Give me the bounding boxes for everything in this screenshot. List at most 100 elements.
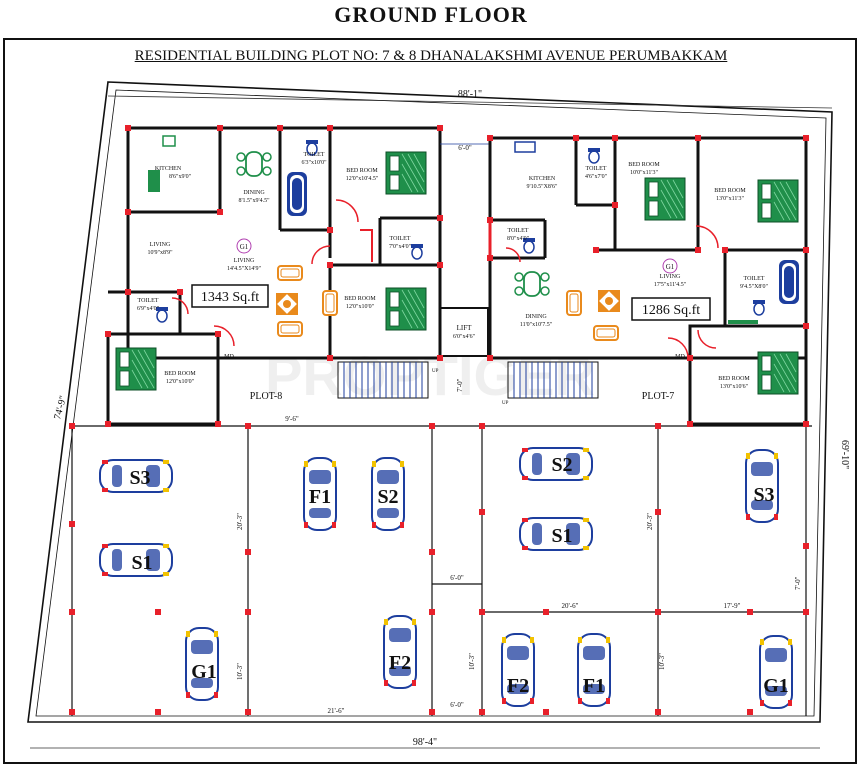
- dim-text: 21'-6": [328, 707, 345, 715]
- drawing-frame: [3, 38, 857, 764]
- dim-text: 20'-3": [236, 513, 244, 530]
- bed-icon: [385, 287, 427, 331]
- room-label: DINING: [525, 314, 547, 320]
- slot-label: S3: [753, 484, 774, 506]
- room-size: 6'9"x4'0": [137, 306, 160, 312]
- plot-label: PLOT-8: [250, 391, 282, 402]
- toilet-icon: [410, 243, 424, 260]
- dim-gap-lift: 7'-0": [456, 378, 464, 392]
- slot-label: S1: [131, 552, 152, 574]
- md-label: MD: [675, 354, 685, 360]
- page-title: GROUND FLOOR: [334, 2, 528, 27]
- dim-text: 10'-3": [236, 663, 244, 680]
- stairs-right: [507, 361, 599, 399]
- room-label: LIVING: [234, 258, 255, 264]
- sofa-icon: [277, 265, 303, 281]
- dim-text: 20'-3": [646, 513, 654, 530]
- slot-label: F1: [309, 486, 331, 508]
- dim-text: 9'-6": [285, 415, 299, 423]
- room-size: 14'4.5"X14'9": [227, 266, 261, 272]
- bathtub-icon: [779, 260, 799, 304]
- room-size: 10'9"x8'9": [147, 250, 173, 256]
- parking-grid: [71, 425, 812, 716]
- car-icon: [759, 635, 793, 709]
- plot-label: PLOT-7: [642, 391, 674, 402]
- room-size: 13'0"x11'3": [716, 196, 744, 202]
- slot-label: F1: [583, 675, 605, 697]
- area-label: 1286 Sq.ft: [642, 303, 700, 318]
- toilet-icon: [587, 147, 601, 164]
- kitchen-counter: [514, 141, 536, 153]
- room-label: KITCHEN: [529, 176, 556, 182]
- room-label: BED ROOM: [714, 188, 746, 194]
- bed-icon: [385, 151, 427, 195]
- dim-right: 69'-10": [839, 440, 850, 469]
- toilet-icon: [752, 299, 766, 316]
- room-label: LIVING: [660, 274, 681, 280]
- room-label: BED ROOM: [718, 376, 750, 382]
- slot-label: S1: [551, 525, 572, 547]
- slot-label: S2: [551, 454, 572, 476]
- dim-text: 6'-0": [450, 574, 464, 582]
- room-size: 12'0"x10'0": [166, 379, 195, 385]
- dim-top: 88'-1": [458, 89, 482, 100]
- room-label: TOILET: [586, 166, 607, 172]
- area-box: [631, 297, 711, 321]
- bed-icon: [757, 351, 799, 395]
- sofa-icon: [322, 290, 338, 316]
- dim-text: 7'-0": [794, 576, 802, 590]
- room-size: 8'1.5"x9'4.5": [238, 198, 270, 204]
- room-size: 9'4.5"X8'0": [740, 284, 768, 290]
- room-size: 17'5"x11'4.5": [654, 282, 687, 288]
- bed-icon: [644, 177, 686, 221]
- center-table-icon: [598, 290, 620, 312]
- subtitle: RESIDENTIAL BUILDING PLOT NO: 7 & 8 DHAN…: [134, 48, 728, 64]
- room-size: 12'0"x10'0": [346, 304, 375, 310]
- sofa-icon: [566, 290, 582, 316]
- room-size: 8'0"x4'0": [507, 236, 530, 242]
- bathtub-icon: [287, 172, 307, 216]
- stair-up-label: UP: [502, 401, 509, 406]
- room-size: 12'0"x10'4.5": [346, 176, 379, 182]
- lift: [439, 307, 489, 357]
- slot-label: F2: [389, 652, 411, 674]
- dim-text: 10'-3": [658, 653, 666, 670]
- dim-text: 10'-3": [468, 653, 476, 670]
- sofa-icon: [593, 325, 619, 341]
- md-label: MD: [224, 354, 234, 360]
- room-label: TOILET: [138, 298, 159, 304]
- dim-bottom: 98'-4": [413, 737, 437, 748]
- slot-label: F2: [507, 675, 529, 697]
- stairs-left: [337, 361, 429, 399]
- dim-text: 6'-0": [450, 701, 464, 709]
- center-table-icon: [276, 293, 298, 315]
- room-label: KITCHEN: [155, 166, 182, 172]
- dining-table-icon: [514, 271, 550, 297]
- room-label: LIVING: [150, 242, 171, 248]
- unit-tag: G1: [666, 263, 675, 271]
- room-label: TOILET: [390, 236, 411, 242]
- room-size: 11'0"x10'7.5": [520, 322, 553, 328]
- room-label: TOILET: [508, 228, 529, 234]
- slot-label: S2: [377, 486, 398, 508]
- room-size: 10'0"x11'3": [630, 170, 658, 176]
- room-label: BED ROOM: [346, 168, 378, 174]
- room-label: BED ROOM: [164, 371, 196, 377]
- room-size: 9'10.5"X8'6": [527, 184, 558, 190]
- dim-text: 20'-6": [562, 602, 579, 610]
- dim-text: 17'-9": [724, 602, 741, 610]
- bed-icon: [757, 179, 799, 223]
- kitchen-counter: [148, 170, 160, 192]
- room-label: TOILET: [304, 152, 325, 158]
- slot-label: S3: [129, 467, 150, 489]
- lift-size: 6'0"x4'6": [453, 334, 476, 340]
- room-size: 4'6"x7'0": [585, 174, 608, 180]
- room-size: 7'0"x4'0": [389, 244, 412, 250]
- room-size: 8'6"x9'0": [169, 174, 192, 180]
- slot-label: G1: [763, 675, 789, 697]
- room-label: TOILET: [744, 276, 765, 282]
- dining-table-icon: [236, 151, 272, 177]
- parking-slot-g1-right: [759, 635, 793, 709]
- slot-label: G1: [191, 661, 217, 683]
